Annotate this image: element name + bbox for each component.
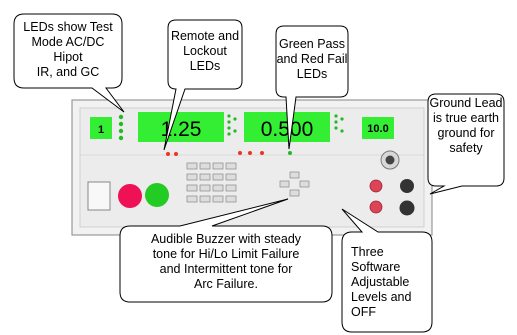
- pass-fail-leds: [238, 151, 292, 155]
- test-mode-leds: [118, 114, 124, 141]
- callout-levels: Three Software Adjustable Levels and OFF: [341, 208, 433, 333]
- keypad-key[interactable]: [186, 173, 198, 181]
- callout-remote-line-1: Remote and: [171, 29, 239, 43]
- led-ir: [118, 128, 124, 134]
- timer-display-screen: [362, 117, 394, 139]
- keypad-key[interactable]: [199, 162, 211, 170]
- callout-buzzer-line-2: tone for Hi/Lo Limit Failure: [153, 247, 300, 261]
- keypad-key[interactable]: [212, 173, 224, 181]
- callout-ground-line-1: Ground Lead: [430, 96, 503, 110]
- callout-pass-fail-line-3: LEDs: [297, 67, 328, 81]
- callout-ground-line-4: safety: [449, 141, 483, 155]
- remote-lockout-leds: [166, 152, 178, 156]
- arrow-right-key[interactable]: [299, 180, 310, 188]
- led-fail-3: [260, 151, 264, 155]
- keypad-key[interactable]: [199, 173, 211, 181]
- current-display-value: 0.500: [261, 118, 314, 141]
- callout-remote-lockout: Remote and Lockout LEDs: [163, 19, 243, 151]
- callout-pass-fail: Green Pass and Red Fail LEDs: [275, 25, 349, 150]
- start-button[interactable]: [145, 183, 169, 207]
- keypad-key[interactable]: [199, 184, 211, 192]
- keypad-key[interactable]: [186, 195, 198, 203]
- keypad-key[interactable]: [212, 195, 224, 203]
- callout-pass-fail-line-2: and Red Fail: [277, 52, 348, 66]
- keypad-key[interactable]: [225, 173, 237, 181]
- timer-display-value: 10.0: [367, 123, 388, 135]
- callout-levels-line-3: Adjustable: [351, 275, 409, 289]
- power-switch[interactable]: [87, 181, 111, 211]
- mode-display: 1: [90, 117, 112, 139]
- callout-levels-line-4: Levels and: [351, 290, 412, 304]
- callout-test-mode-leds: LEDs show Test Mode AC/DC Hipot IR, and …: [13, 13, 125, 113]
- callout-test-mode-line-3: Hipot: [53, 50, 83, 64]
- ground-terminal[interactable]: [399, 200, 415, 216]
- timer-display: 10.0: [362, 117, 394, 139]
- led-pass: [288, 151, 292, 155]
- keypad: [186, 162, 237, 203]
- callout-ground-line-2: is true earth: [433, 111, 499, 125]
- callout-test-mode-line-1: LEDs show Test: [23, 20, 113, 34]
- arrow-up-key[interactable]: [289, 171, 300, 179]
- callout-levels-line-1: Three: [351, 245, 384, 259]
- keypad-key[interactable]: [225, 195, 237, 203]
- callout-test-mode-line-2: Mode AC/DC: [32, 35, 105, 49]
- callout-buzzer: Audible Buzzer with steady tone for Hi/L…: [119, 198, 333, 303]
- callout-remote-line-3: LEDs: [190, 59, 221, 73]
- callout-remote-line-2: Lockout: [183, 44, 227, 58]
- arrow-down-key[interactable]: [289, 189, 300, 197]
- led-fail-1: [238, 151, 242, 155]
- current-display: 0.500: [244, 112, 330, 142]
- callout-pass-fail-line-1: Green Pass: [279, 37, 345, 51]
- led-remote: [166, 152, 170, 156]
- stop-button[interactable]: [118, 184, 142, 208]
- callout-buzzer-line-3: and Intermittent tone for: [160, 262, 293, 276]
- hv-terminal-2[interactable]: [369, 200, 383, 214]
- output-terminals: [369, 179, 415, 216]
- led-dc-hipot: [118, 121, 124, 127]
- return-terminal-1[interactable]: [400, 179, 414, 193]
- keypad-key[interactable]: [225, 162, 237, 170]
- keypad-key[interactable]: [212, 162, 224, 170]
- callout-ground-lead: Ground Lead is true earth ground for saf…: [427, 93, 505, 195]
- callout-levels-line-5: OFF: [351, 305, 376, 319]
- callout-test-mode-line-4: IR, and GC: [37, 65, 100, 79]
- hv-terminal-1[interactable]: [369, 179, 383, 193]
- callout-levels-line-2: Software: [351, 260, 400, 274]
- mode-display-screen: [90, 117, 112, 139]
- callout-buzzer-line-1: Audible Buzzer with steady: [151, 232, 302, 246]
- keypad-key[interactable]: [186, 184, 198, 192]
- led-fail-2: [248, 151, 252, 155]
- level-selector-knob[interactable]: [380, 150, 400, 170]
- arrow-left-key[interactable]: [279, 180, 290, 188]
- keypad-key[interactable]: [225, 184, 237, 192]
- unit-indicator-leds-1: [227, 114, 237, 136]
- led-lockout: [174, 152, 178, 156]
- callout-buzzer-line-4: Arc Failure.: [194, 277, 258, 291]
- keypad-key[interactable]: [199, 195, 211, 203]
- voltage-display: 1.25: [138, 112, 224, 142]
- led-ac-hipot: [118, 114, 124, 120]
- arrow-keys: [279, 171, 310, 197]
- keypad-key[interactable]: [212, 184, 224, 192]
- mode-display-value: 1: [98, 124, 104, 136]
- voltage-display-screen: [138, 112, 224, 142]
- led-gc: [118, 135, 124, 141]
- callout-ground-line-3: ground for: [438, 126, 495, 140]
- keypad-key[interactable]: [186, 162, 198, 170]
- unit-indicator-leds-2: [334, 114, 344, 133]
